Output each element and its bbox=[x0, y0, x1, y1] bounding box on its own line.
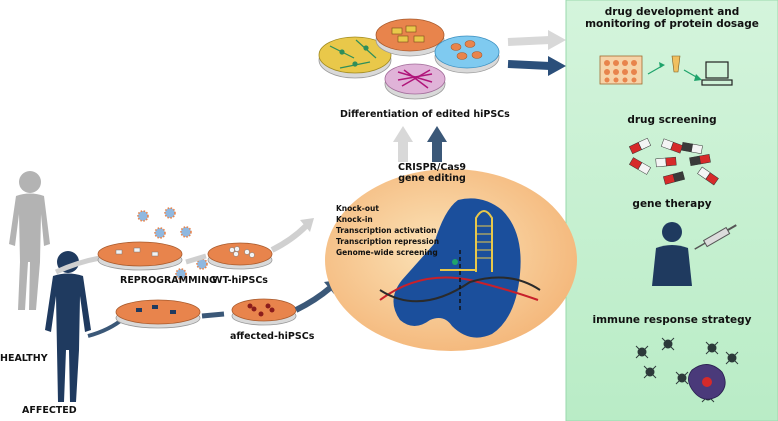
list-item: Genome-wide screening bbox=[336, 248, 438, 257]
affected-to-editing-arrow bbox=[294, 285, 332, 313]
patient-icon bbox=[652, 222, 692, 286]
crispr-label: CRISPR/Cas9 gene editing bbox=[392, 162, 472, 185]
immune-response-heading: immune response strategy bbox=[592, 314, 752, 326]
neuron-dish bbox=[318, 36, 392, 79]
viral-vectors-icon bbox=[137, 207, 208, 280]
dna-strands-icon bbox=[379, 250, 541, 312]
wt-to-editing-arrow bbox=[270, 223, 309, 253]
list-item: Transcription repression bbox=[336, 237, 440, 246]
immune-cells-icon bbox=[635, 337, 739, 403]
drug-screening-heading: drug screening bbox=[627, 114, 717, 126]
healthy-person-icon bbox=[9, 171, 50, 310]
to-affected-hipsc-arrow bbox=[201, 311, 225, 319]
to-wt-arrow bbox=[185, 253, 207, 265]
affected-hipsc-dish bbox=[231, 298, 297, 326]
differentiation-label: Differentiation of edited hiPSCs bbox=[340, 109, 510, 120]
syringe-icon bbox=[694, 224, 737, 250]
to-panel-arrow-grey bbox=[507, 36, 551, 46]
to-panel-arrowhead-grey bbox=[548, 30, 566, 50]
well-plate-icon bbox=[599, 55, 643, 85]
wt-hipsc-dish bbox=[207, 242, 273, 270]
affected-label: AFFECTED bbox=[22, 405, 77, 416]
crispr-line1: CRISPR/Cas9 bbox=[397, 162, 467, 173]
sample-tube-icon bbox=[647, 55, 702, 81]
fibroblast-dish bbox=[384, 63, 446, 100]
cas9-protein-icon bbox=[393, 198, 521, 338]
drug-development-line2: monitoring of protein dosage bbox=[585, 18, 759, 31]
applications-panel bbox=[565, 0, 778, 421]
to-panel-arrowhead-dark bbox=[548, 56, 566, 76]
affected-reprogramming-dish bbox=[115, 299, 201, 329]
healthy-to-dish-arrow bbox=[54, 255, 101, 275]
crispr-line2: gene editing bbox=[398, 172, 466, 184]
cardiomyocyte-dish bbox=[434, 35, 500, 74]
affected-person-icon bbox=[45, 251, 91, 402]
editing-up-arrow-dark bbox=[432, 140, 442, 162]
editing-up-arrowhead-dark bbox=[427, 126, 447, 142]
drug-development-heading: drug development and monitoring of prote… bbox=[566, 6, 778, 30]
list-item: Knock-in bbox=[336, 215, 373, 224]
editing-up-arrow-grey bbox=[398, 140, 408, 162]
editing-applications-list: Knock-out Knock-in Transcription activat… bbox=[336, 203, 439, 258]
editing-up-arrowhead-grey bbox=[393, 126, 413, 142]
computer-icon bbox=[701, 61, 733, 86]
guide-rna-icon bbox=[440, 210, 493, 272]
wt-hipscs-label: WT-hiPSCs bbox=[212, 275, 268, 286]
list-item: Transcription activation bbox=[336, 226, 437, 235]
to-panel-arrow-dark bbox=[507, 60, 551, 70]
muscle-dish bbox=[375, 18, 445, 57]
healthy-label: HEALTHY bbox=[0, 353, 48, 364]
affected-hipscs-label: affected-hiPSCs bbox=[230, 331, 315, 342]
list-item: Knock-out bbox=[336, 204, 379, 213]
reprogramming-label: REPROGRAMMING bbox=[120, 275, 217, 286]
pills-icon bbox=[628, 137, 719, 186]
gene-therapy-heading: gene therapy bbox=[632, 198, 712, 210]
drug-development-line1: drug development and bbox=[604, 6, 740, 18]
wt-to-editing-arrowhead bbox=[300, 218, 314, 232]
healthy-reprogramming-dish bbox=[97, 241, 183, 271]
target-cell-icon bbox=[688, 364, 726, 400]
